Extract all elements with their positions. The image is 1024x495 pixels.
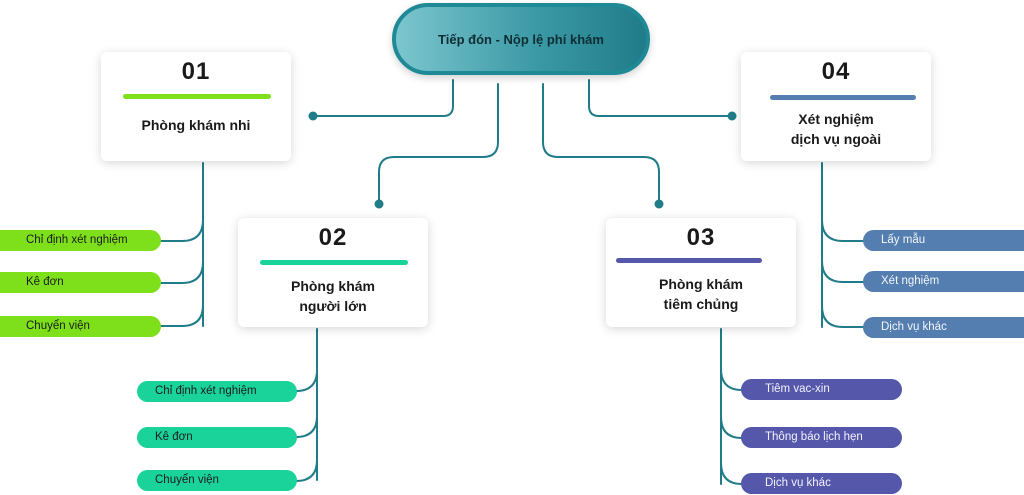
list-item: Chỉ định xét nghiệm xyxy=(0,230,161,251)
branch-title: Phòng khám tiêm chủng xyxy=(658,276,743,312)
list-item: Lấy mẫu xyxy=(863,230,1024,251)
branch-accent-bar xyxy=(616,258,762,263)
list-item: Tiêm vac-xin xyxy=(741,379,902,400)
branch-card-03: 03 Phòng khám tiêm chủng xyxy=(606,218,796,327)
connector-root-04 xyxy=(588,79,733,117)
list-item: Kê đơn xyxy=(0,272,161,293)
connector-dot-04 xyxy=(727,111,737,121)
connector-dot-02 xyxy=(374,199,384,209)
list-item: Chuyển viện xyxy=(0,316,161,337)
branch-title: Xét nghiệm dịch vụ ngoài xyxy=(790,111,882,147)
connector-root-01 xyxy=(312,79,454,117)
connector-root-03 xyxy=(542,83,660,204)
connector-dot-03 xyxy=(654,199,664,209)
branch-accent-bar xyxy=(770,95,916,100)
list-item: Chuyển viện xyxy=(137,470,297,491)
branch-card-02: 02 Phòng khám người lớn xyxy=(238,218,428,327)
branch-accent-bar xyxy=(260,260,408,265)
branch-number: 02 xyxy=(318,224,348,251)
branch-title: Phòng khám người lớn xyxy=(290,278,375,314)
branch-number: 01 xyxy=(181,58,211,85)
root-label: Tiếp đón - Nộp lệ phí khám xyxy=(438,31,604,47)
root-node: Tiếp đón - Nộp lệ phí khám xyxy=(392,3,650,75)
branch-card-04: 04 Xét nghiệm dịch vụ ngoài xyxy=(741,52,931,161)
list-item: Xét nghiệm xyxy=(863,271,1024,292)
list-item: Chỉ định xét nghiệm xyxy=(137,381,297,402)
connector-root-02 xyxy=(378,83,499,204)
list-item: Dịch vụ khác xyxy=(741,473,902,494)
list-item: Thông báo lịch hẹn xyxy=(741,427,902,448)
branch-number: 04 xyxy=(821,58,851,85)
connector-dot-01 xyxy=(308,111,318,121)
branch-title: Phòng khám nhi xyxy=(141,117,251,133)
list-item: Kê đơn xyxy=(137,427,297,448)
branch-number: 03 xyxy=(686,224,716,251)
list-item: Dịch vụ khác xyxy=(863,317,1024,338)
branch-accent-bar xyxy=(123,94,271,99)
branch-card-01: 01 Phòng khám nhi xyxy=(101,52,291,161)
